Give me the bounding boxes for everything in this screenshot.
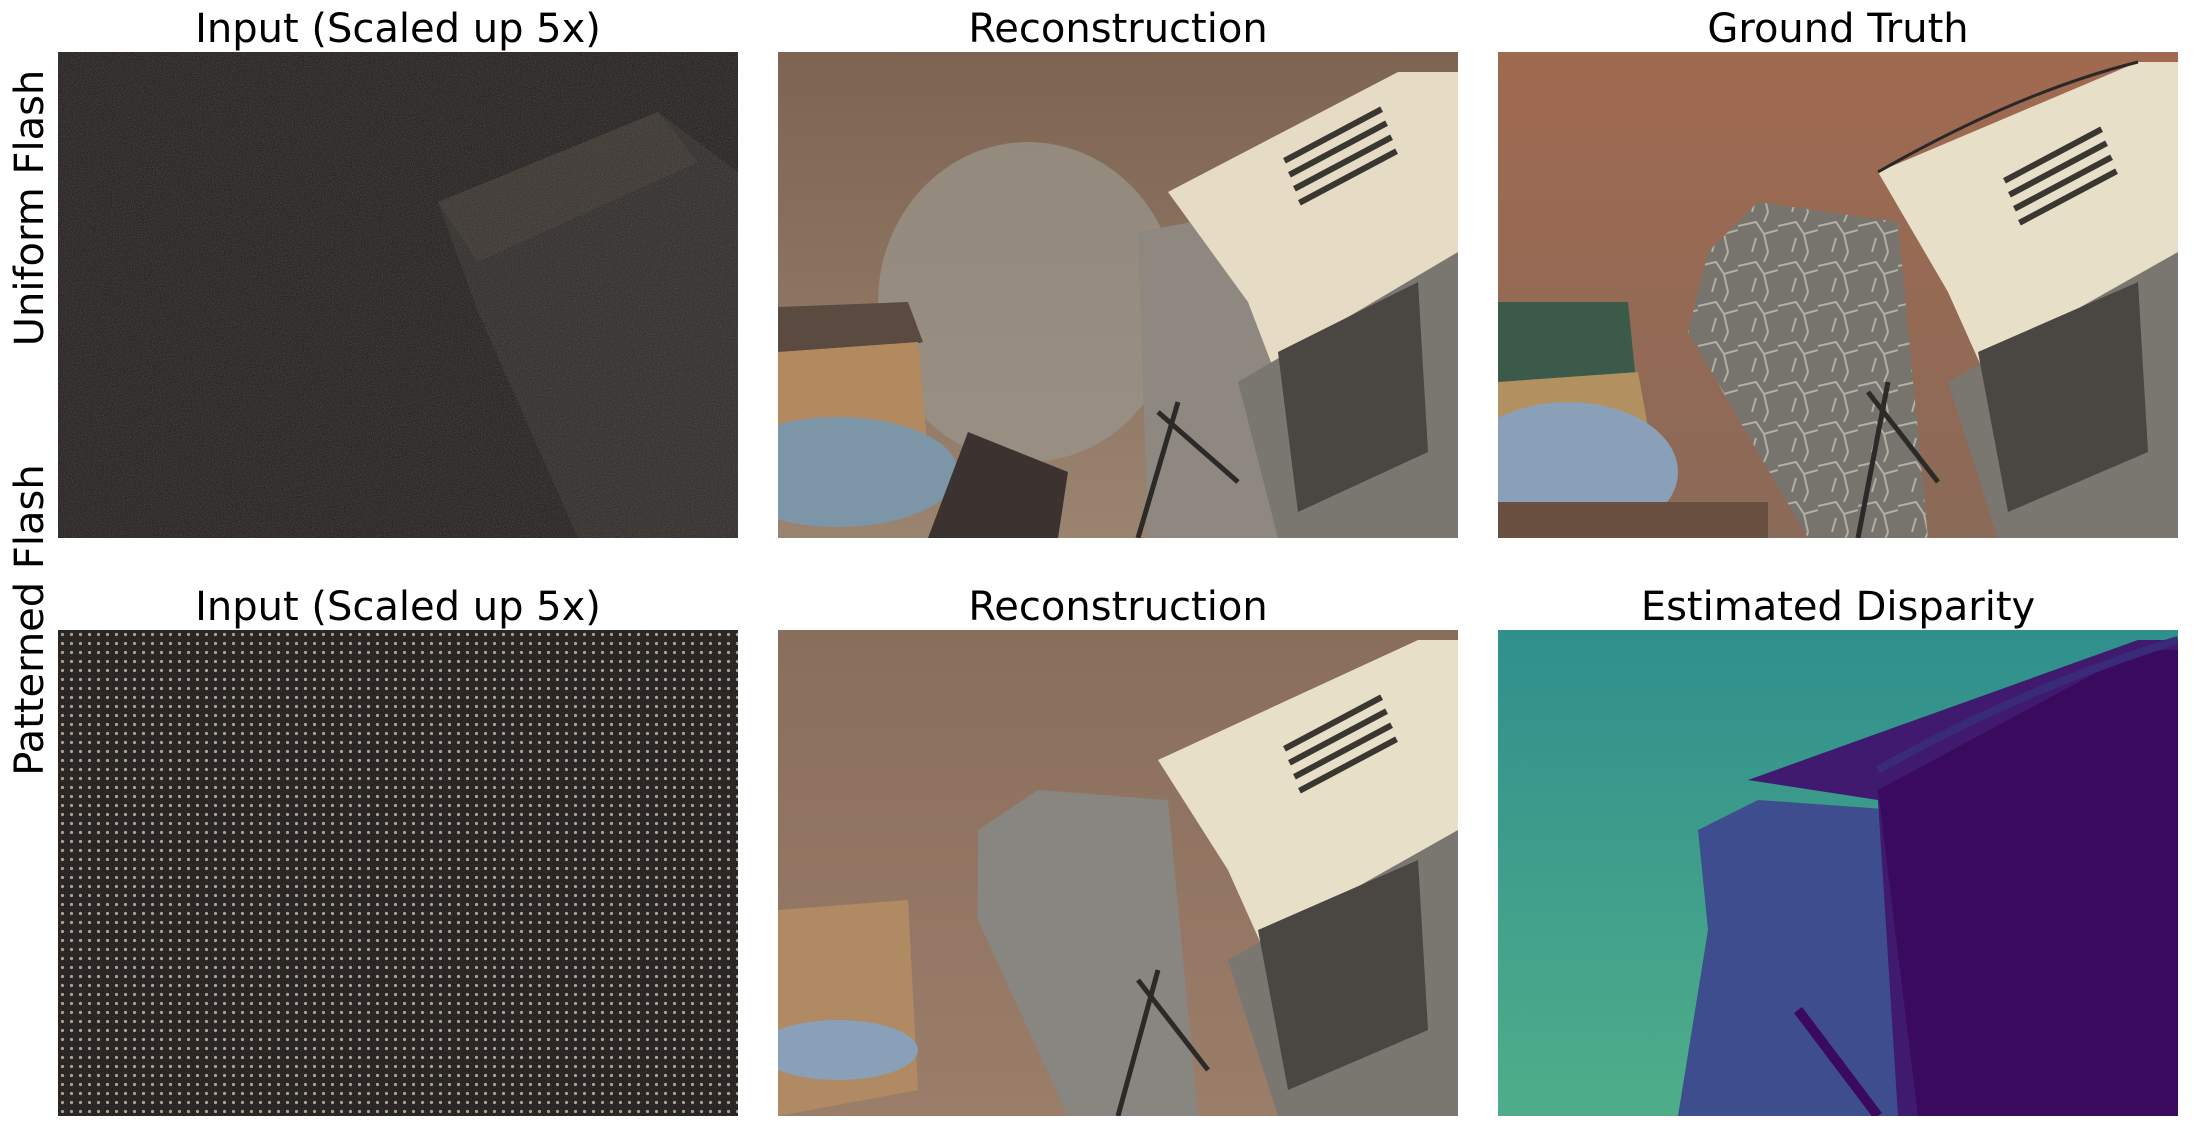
image-input-uniform-flash (58, 52, 738, 538)
panel-title-reconstruction-uniform: Reconstruction (968, 6, 1268, 52)
panel-title-input-uniform: Input (Scaled up 5x) (195, 6, 601, 52)
row-label-patterned-flash: Patterned Flash (7, 464, 53, 776)
panel-title-input-patterned: Input (Scaled up 5x) (195, 584, 601, 630)
image-reconstruction-uniform-flash (778, 52, 1458, 538)
panel-title-ground-truth: Ground Truth (1707, 6, 1969, 52)
image-estimated-disparity (1498, 630, 2178, 1116)
panel-title-reconstruction-patterned: Reconstruction (968, 584, 1268, 630)
panel-title-estimated-disparity: Estimated Disparity (1640, 584, 2036, 630)
image-reconstruction-patterned-flash (778, 630, 1458, 1116)
image-input-patterned-flash (58, 630, 738, 1116)
image-ground-truth (1498, 52, 2178, 538)
row-label-uniform-flash: Uniform Flash (7, 69, 53, 347)
